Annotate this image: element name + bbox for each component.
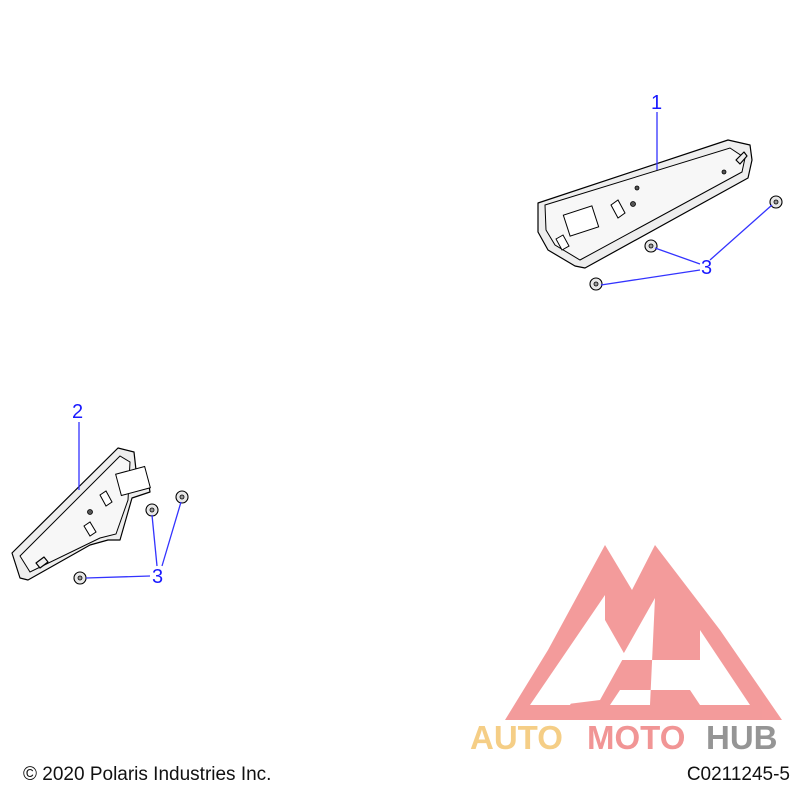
part-2-light-assembly: [11, 447, 151, 581]
part-2-screw-a: [87, 509, 93, 515]
part-2-connector: [115, 465, 151, 497]
part-2-slot-a: [99, 490, 113, 507]
leader-3-lower-a: [151, 514, 158, 567]
part-2-stud: [35, 556, 49, 569]
watermark-logo: [505, 545, 782, 720]
nut-lower-c-hole: [77, 575, 83, 581]
watermark-triangle-inner: [530, 595, 750, 705]
leader-3-lower-c: [85, 575, 151, 579]
part-1-connector: [562, 205, 600, 237]
callout-part-3-upper: 3: [701, 257, 712, 279]
part-1-stud: [735, 151, 748, 165]
watermark-text: AUTO MOTO HUB: [470, 719, 778, 756]
leader-3-upper-c: [600, 269, 701, 286]
part-1-slot-b: [555, 234, 570, 251]
watermark-text-moto: MOTO: [587, 719, 685, 756]
part-1-slot-a: [610, 199, 626, 219]
part-2-slot-b: [83, 521, 97, 537]
watermark-text-auto: AUTO: [470, 719, 563, 756]
callout-part-2: 2: [72, 401, 83, 423]
callout-part-3-lower: 3: [152, 566, 163, 588]
copyright-text: © 2020 Polaris Industries Inc.: [23, 764, 272, 785]
leader-3-lower-b: [161, 501, 182, 567]
drawing-number: C0211245-5: [686, 764, 790, 785]
nut-upper-c-hole: [593, 281, 599, 287]
nut-upper-b-hole: [773, 199, 779, 205]
leader-3-upper-b: [709, 204, 773, 261]
part-1-light-assembly: [537, 139, 753, 269]
nut-lower-b-hole: [179, 494, 185, 500]
part-1-screw-b: [630, 201, 636, 207]
watermark-text-hub: HUB: [706, 719, 778, 756]
leader-3-upper-a: [654, 247, 701, 265]
part-3-nuts-upper: [589, 195, 783, 291]
part-1-screw-a: [634, 185, 640, 191]
part-2-front-face: [19, 455, 131, 573]
part-1-screw-c: [721, 169, 727, 175]
leader-lines: [78, 112, 773, 579]
callout-part-1: 1: [651, 92, 662, 114]
nut-upper-a-hole: [648, 243, 654, 249]
callouts: 1 2 3 3: [72, 92, 712, 588]
part-1-front-face: [544, 147, 746, 261]
nut-lower-a-hole: [149, 507, 155, 513]
